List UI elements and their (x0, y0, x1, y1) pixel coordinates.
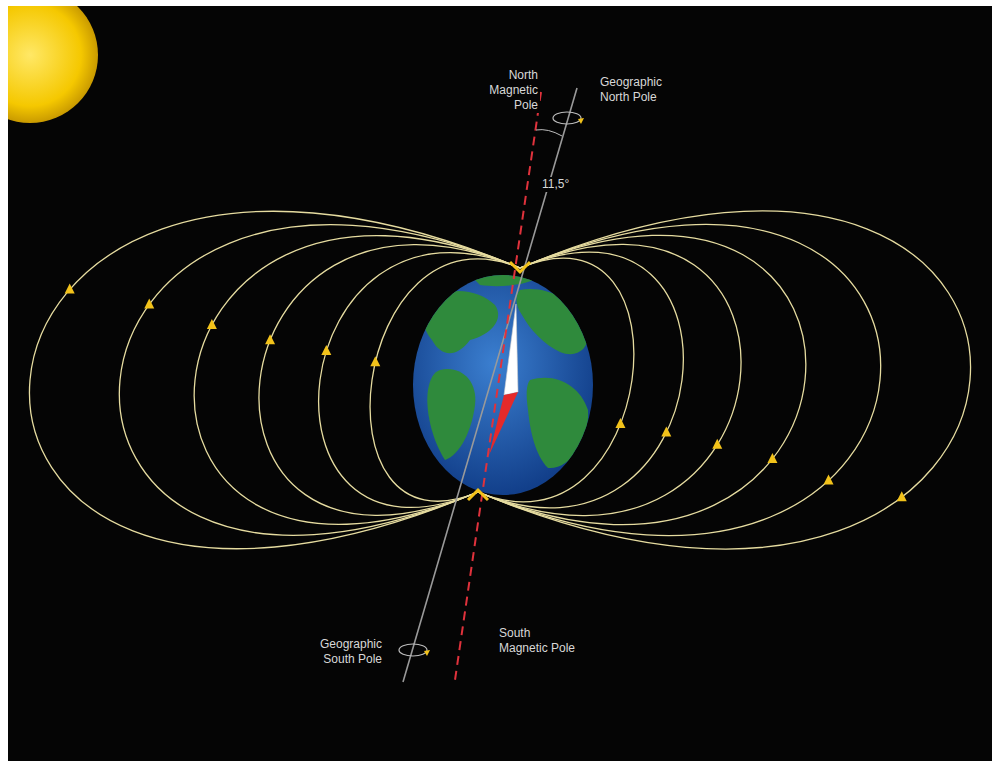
north-pole-mark (510, 262, 530, 272)
field-line (29, 211, 520, 548)
field-line (478, 224, 881, 535)
angle-arc (536, 130, 562, 136)
rotation-arrows (399, 112, 581, 656)
field-arrowhead (65, 284, 75, 294)
compass-needle-north (504, 304, 518, 395)
field-arrowhead (321, 345, 331, 355)
continents (423, 270, 588, 468)
night-background (8, 6, 992, 761)
field-arrowhead (712, 439, 722, 449)
field-arrowhead (207, 319, 217, 329)
field-arrowhead (370, 356, 380, 366)
sun (0, 0, 98, 123)
pole-label: Geographic North Pole (598, 75, 692, 105)
field-arrowhead (897, 491, 907, 501)
magnetic-axis (455, 92, 541, 680)
pole-label: North Magnetic Pole (470, 68, 540, 113)
field-arrowhead (661, 426, 671, 436)
rotation-arrowhead (578, 118, 584, 124)
field-arrowhead (823, 474, 833, 484)
field-lines (29, 211, 970, 549)
field-line (478, 211, 971, 549)
field-arrowhead (615, 418, 625, 428)
compass-needle-south (489, 392, 518, 455)
earth (413, 275, 593, 495)
field-arrowhead (144, 298, 154, 308)
south-pole-mark (468, 490, 488, 500)
rotation-arrowhead (424, 650, 430, 656)
field-arrowhead (767, 453, 777, 463)
field-arrowhead (265, 334, 275, 344)
angle-label: 11,5° (540, 177, 584, 192)
pole-label: South Magnetic Pole (497, 626, 581, 656)
pole-label: Geographic South Pole (290, 637, 384, 667)
